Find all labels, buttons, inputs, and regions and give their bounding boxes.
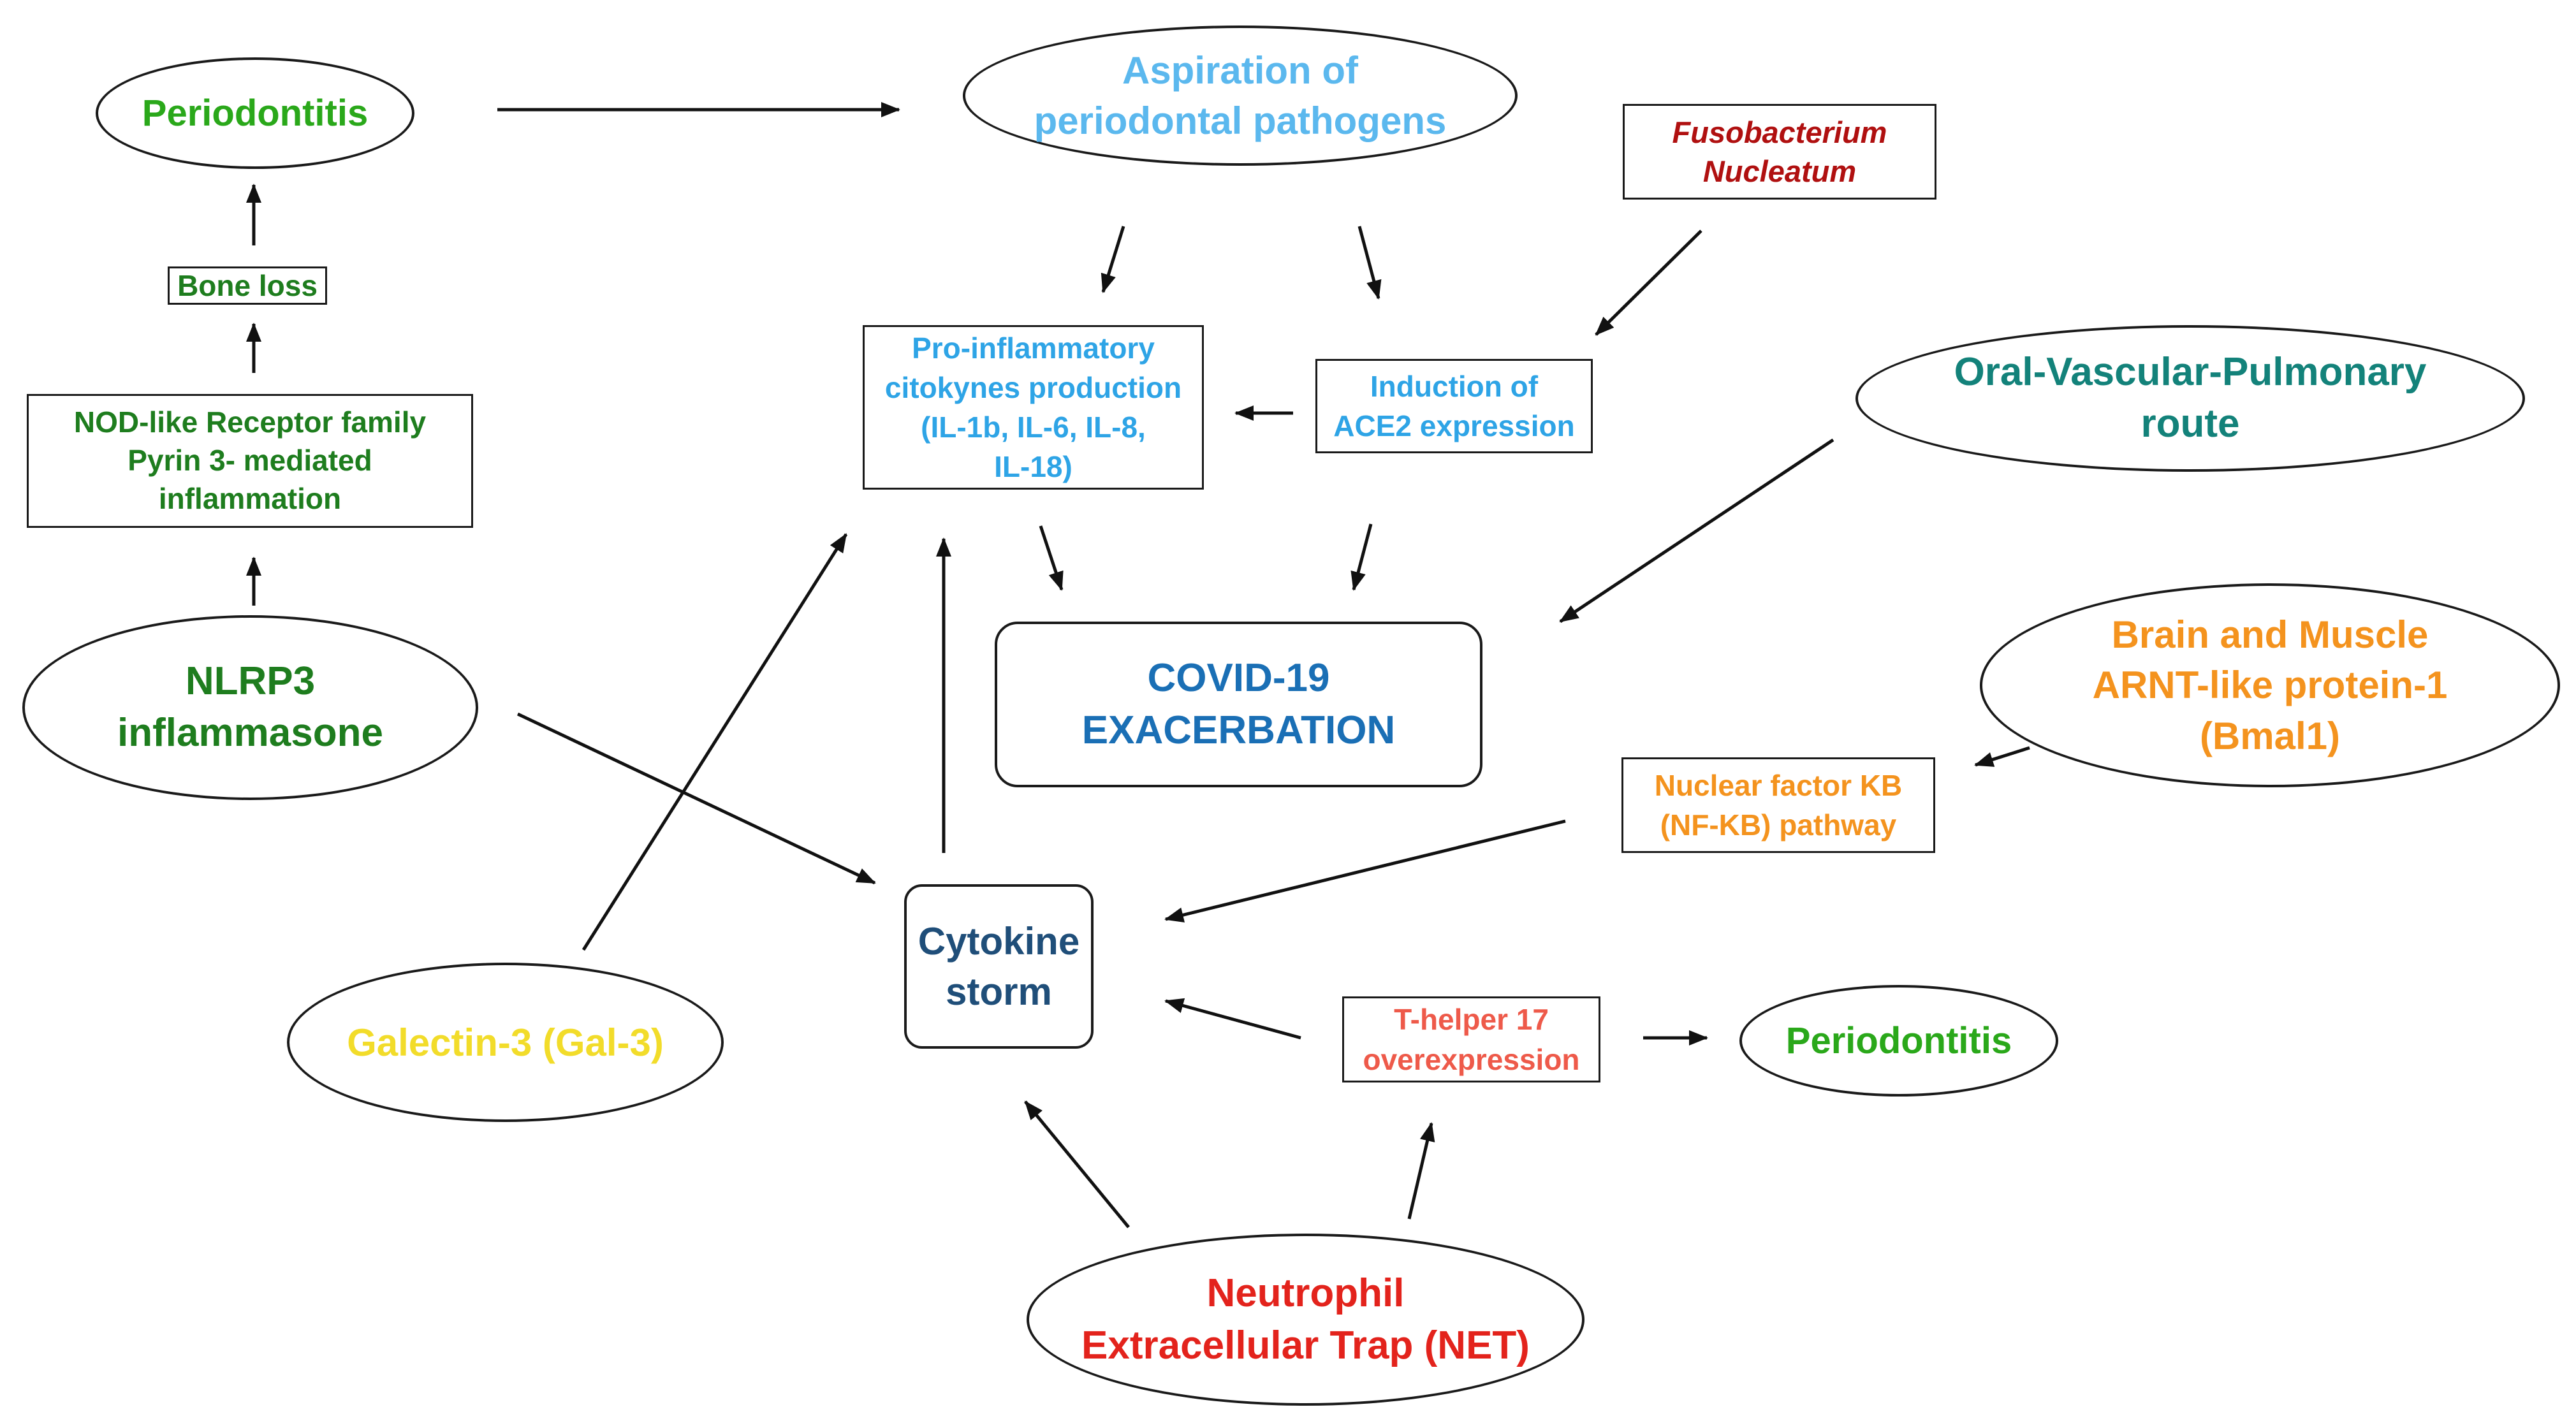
bmal1-node: Brain and Muscle ARNT-like protein-1 (Bm…: [1980, 583, 2560, 787]
covid-exacerbation-node: COVID-19 EXACERBATION: [995, 622, 1482, 787]
nfkb-label: Nuclear factor KB (NF-KB) pathway: [1654, 768, 1903, 842]
galectin-node: Galectin-3 (Gal-3): [287, 963, 724, 1122]
arrow-pro-inflammatory-to-covid: [1039, 525, 1064, 591]
arrow-th17-to-cytokine-storm: [1164, 998, 1301, 1040]
arrow-ace2-to-covid: [1350, 523, 1373, 591]
periodontitis-top-node: Periodontitis: [96, 57, 414, 169]
net-label: Neutrophil Extracellular Trap (NET): [1081, 1271, 1530, 1367]
fusobacterium-node: Fusobacterium Nucleatum: [1623, 104, 1936, 200]
nod-like-node: NOD-like Receptor family Pyrin 3- mediat…: [27, 394, 473, 528]
th17-label: T-helper 17 overexpression: [1363, 1003, 1580, 1076]
arrow-fusobacterium-to-ace2: [1595, 230, 1702, 336]
arrow-nlrp3-to-cytokine-storm: [516, 712, 876, 885]
arrow-net-to-cytokine-storm: [1024, 1100, 1130, 1228]
arrow-aspiration-to-pro-inflammatory: [1101, 226, 1125, 293]
pro-inflammatory-label: Pro-inflammatory citokynes production (I…: [884, 331, 1182, 484]
periodontitis-right-node: Periodontitis: [1739, 985, 2058, 1097]
th17-node: T-helper 17 overexpression: [1342, 996, 1600, 1082]
periodontitis-right-label: Periodontitis: [1785, 1020, 2012, 1061]
nfkb-node: Nuclear factor KB (NF-KB) pathway: [1621, 757, 1935, 853]
aspiration-node: Aspiration of periodontal pathogens: [963, 26, 1518, 166]
arrow-aspiration-to-ace2: [1358, 226, 1382, 300]
galectin-label: Galectin-3 (Gal-3): [347, 1021, 664, 1064]
periodontitis-top-label: Periodontitis: [142, 92, 369, 134]
cytokine-storm-label: Cytokine storm: [918, 919, 1080, 1013]
arrow-net-to-th17: [1407, 1122, 1435, 1220]
nlrp3-node: NLRP3 inflammasone: [22, 615, 478, 800]
oral-vascular-label: Oral-Vascular-Pulmonary route: [1954, 350, 2427, 446]
bone-loss-label: Bone loss: [177, 269, 318, 302]
oral-vascular-node: Oral-Vascular-Pulmonary route: [1855, 325, 2525, 472]
arrow-galectin-to-pro-inflammatory: [582, 533, 848, 951]
pro-inflammatory-node: Pro-inflammatory citokynes production (I…: [863, 325, 1204, 490]
nlrp3-label: NLRP3 inflammasone: [117, 659, 383, 755]
arrow-bmal1-to-nfkb: [1974, 746, 2030, 767]
arrow-nfkb-to-cytokine-storm: [1164, 819, 1566, 922]
aspiration-label: Aspiration of periodontal pathogens: [1034, 48, 1447, 142]
ace2-node: Induction of ACE2 expression: [1315, 359, 1593, 453]
fusobacterium-label: Fusobacterium Nucleatum: [1672, 115, 1887, 188]
net-node: Neutrophil Extracellular Trap (NET): [1027, 1234, 1584, 1406]
nod-like-label: NOD-like Receptor family Pyrin 3- mediat…: [73, 405, 427, 515]
arrow-oral-vascular-to-covid: [1559, 438, 1834, 623]
bone-loss-node: Bone loss: [168, 266, 327, 305]
ace2-label: Induction of ACE2 expression: [1333, 369, 1575, 442]
covid-exacerbation-label: COVID-19 EXACERBATION: [1081, 656, 1396, 752]
bmal1-label: Brain and Muscle ARNT-like protein-1 (Bm…: [2092, 613, 2448, 757]
cytokine-storm-node: Cytokine storm: [904, 884, 1094, 1049]
